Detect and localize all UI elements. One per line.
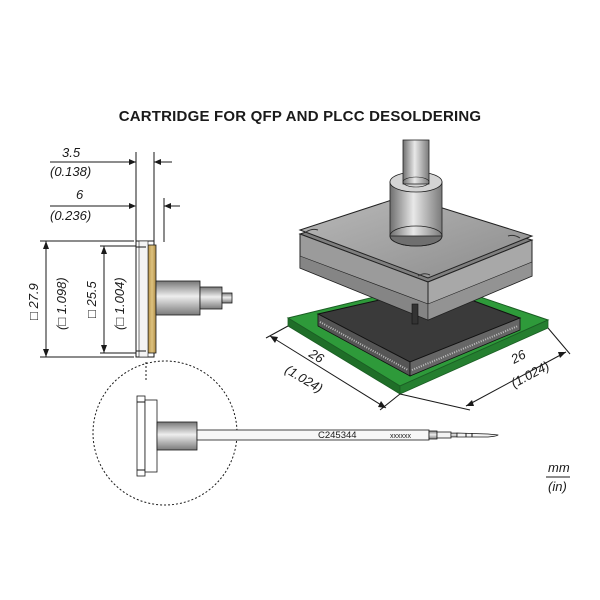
cartridge-marking: xxxxxx <box>390 433 412 440</box>
outer-square-mm: □ 27.9 <box>26 283 41 320</box>
side-shaft <box>155 280 201 316</box>
unit-mm: mm <box>548 460 570 475</box>
inner-square-mm: □ 25.5 <box>84 280 99 318</box>
inner-square-in: (□ 1.004) <box>112 277 127 330</box>
isometric-view: 26 (1.024) 26 (1.024) <box>265 139 571 411</box>
cartridge-full-view: C245344 xxxxxx <box>136 395 499 477</box>
chip-depth-mm: 26 <box>507 346 528 367</box>
side-view: 3.5 (0.138) 6 (0.236) □ 27.9 (□ 1.098) □… <box>26 145 233 358</box>
units-legend: mm (in) <box>546 460 570 494</box>
depth-in: (0.236) <box>50 208 91 223</box>
iso-upper-shaft <box>402 139 430 185</box>
cartridge-hub <box>156 421 198 451</box>
chip-width-mm: 26 <box>306 345 328 366</box>
brass-tip-body <box>147 244 157 354</box>
diagram-title: CARTRIDGE FOR QFP AND PLCC DESOLDERING <box>118 108 482 125</box>
tip-thickness-mm: 3.5 <box>62 145 81 160</box>
outer-square-in: (□ 1.098) <box>54 277 69 330</box>
cartridge-code: C245344 <box>318 430 357 441</box>
unit-in: (in) <box>548 479 567 494</box>
depth-mm: 6 <box>76 187 84 202</box>
tip-thickness-in: (0.138) <box>50 164 91 179</box>
